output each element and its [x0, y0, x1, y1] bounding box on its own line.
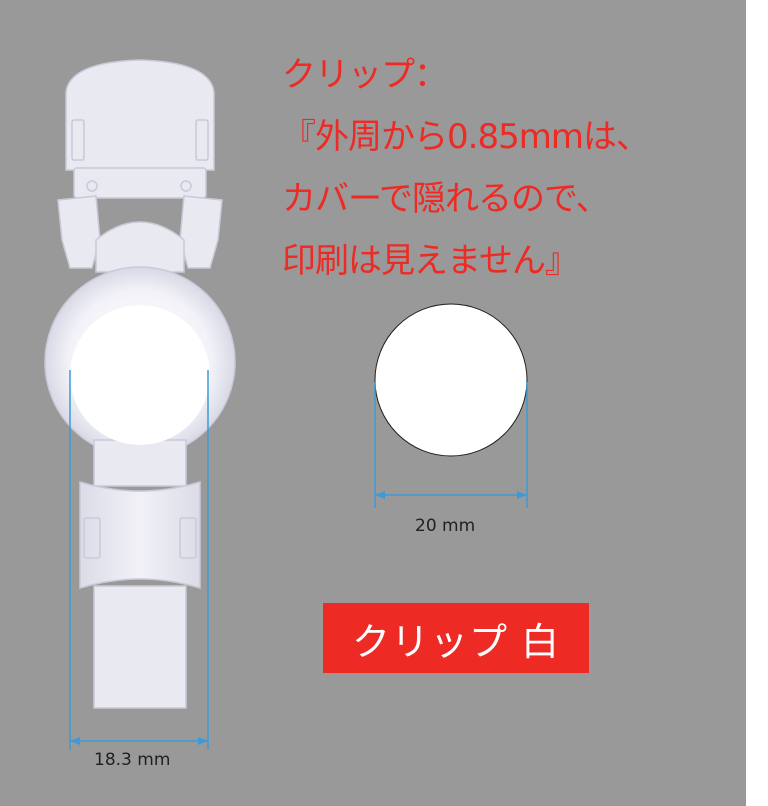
clip-illustration — [44, 59, 236, 709]
print-area-note: クリップ： 『外周から0.85mmは、 カバーで隠れるので、 印刷は見えません』 — [282, 44, 742, 292]
clip-cap-slot-right — [195, 119, 209, 161]
clip-neck — [95, 221, 185, 273]
clip-strap-lower — [93, 585, 187, 709]
clip-top-cap — [65, 59, 215, 171]
note-line-1: クリップ： — [282, 55, 448, 95]
clip-cap-slot-left — [71, 119, 85, 161]
badge-background — [323, 603, 589, 673]
clip-buckle — [79, 480, 201, 590]
buckle-slot-left — [83, 517, 101, 559]
product-badge: クリップ 白 — [323, 603, 589, 673]
clip-print-area — [70, 305, 210, 445]
buckle-slot-right — [179, 517, 197, 559]
product-badge-label: クリップ 白 — [351, 619, 561, 664]
note-line-2: 『外周から0.85mmは、 — [282, 117, 650, 157]
clip-hinge-band — [73, 167, 207, 199]
clip-arm-right — [179, 195, 223, 269]
clip-arm-left — [57, 195, 101, 269]
clip-dimension — [69, 370, 209, 750]
circle-dimension-label: 20 mm — [415, 516, 476, 536]
note-line-3: カバーで隠れるので、 — [282, 179, 610, 219]
hinge-rivet-left — [86, 180, 98, 192]
clip-strap-upper — [93, 439, 187, 487]
hinge-rivet-right — [180, 180, 192, 192]
clip-dimension-label: 18.3 mm — [94, 750, 171, 770]
print-circle — [374, 303, 528, 457]
circle-dimension — [374, 382, 528, 508]
note-line-4: 印刷は見えません』 — [282, 241, 579, 281]
